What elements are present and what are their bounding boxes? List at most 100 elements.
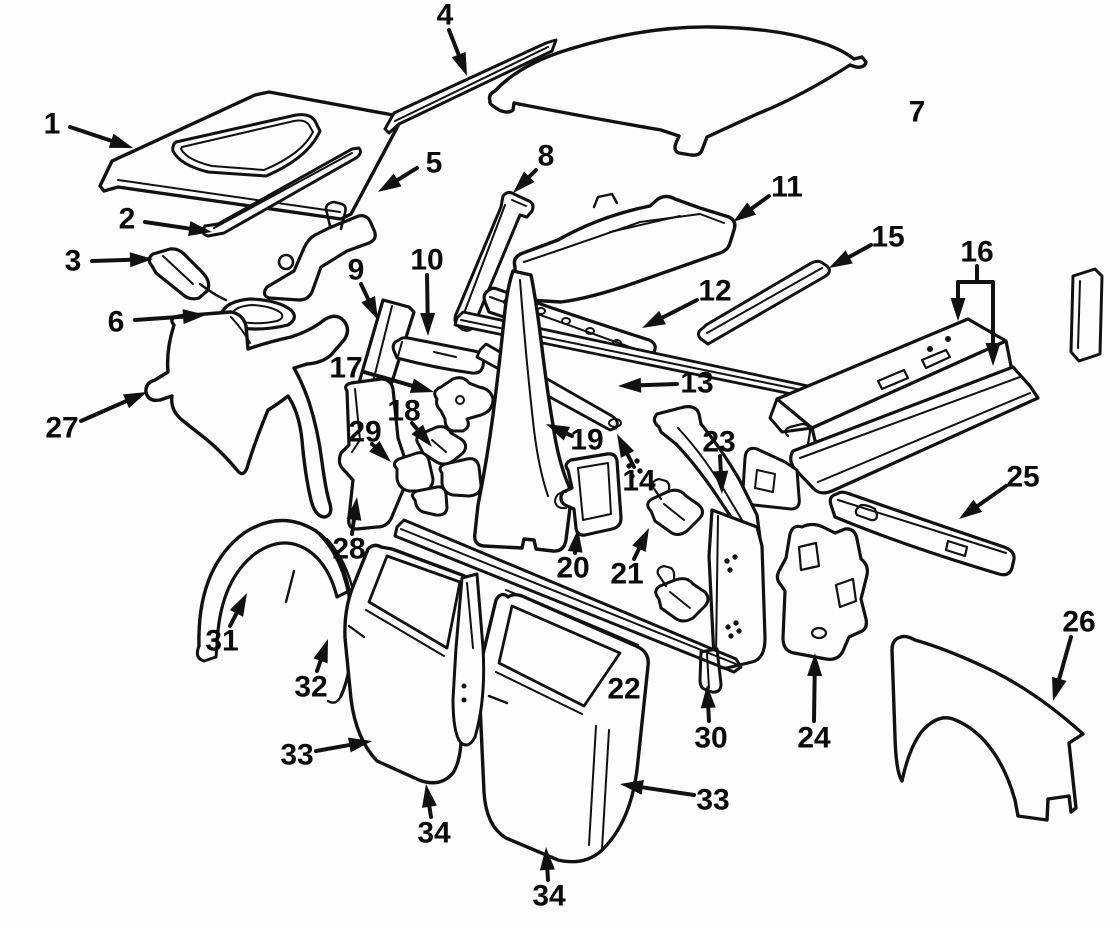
part-wheelhouse-inner-31-shape — [195, 518, 351, 663]
callout-19-arrow-head-icon — [546, 424, 571, 441]
callout-30: 30 — [694, 685, 728, 755]
part-reinforcement-bracket-24-path — [834, 577, 858, 609]
part-rear-shelf-panel-11-path — [523, 213, 725, 263]
part-inner-rocker-assembly-16-path — [1077, 280, 1081, 349]
part-center-pillar-19-path — [473, 269, 574, 553]
callout-4-label: 4 — [437, 0, 454, 32]
callout-11-label: 11 — [771, 171, 803, 204]
part-striker-parts-29-path — [410, 485, 449, 517]
part-quarter-inner-panel-27-shape — [144, 310, 350, 519]
callout-26-label: 26 — [1062, 606, 1095, 639]
callout-8-arrow-head-icon — [513, 171, 535, 193]
callout-10-label: 10 — [410, 244, 443, 277]
part-left-door-shell-33-path — [343, 543, 473, 785]
callout-5: 5 — [378, 147, 442, 192]
callout-7: 7 — [909, 96, 926, 129]
part-roof-side-outer-panel-7-shape — [487, 25, 868, 157]
callout-31: 31 — [205, 593, 247, 658]
callout-22-label: 22 — [607, 673, 640, 706]
callout-17: 17 — [329, 352, 434, 393]
callout-33-left: 33 — [280, 737, 372, 772]
callout-20: 20 — [556, 529, 590, 585]
callout-8: 8 — [513, 140, 554, 193]
part-rear-body-side-panel-22-path — [736, 628, 742, 634]
callout-21: 21 — [610, 528, 649, 591]
part-rear-body-side-panel-22-path — [706, 653, 710, 689]
callout-25: 25 — [959, 461, 1040, 519]
callout-34-right-arrow-head-icon — [539, 847, 555, 871]
part-rear-body-side-panel-22-path — [728, 633, 734, 639]
callout-34-right: 34 — [532, 847, 566, 913]
callout-10-arrow-head-icon — [420, 312, 436, 336]
part-rear-body-side-panel-22-path — [698, 647, 723, 694]
callout-6-arrow-head-icon — [182, 309, 206, 325]
callout-18-label: 18 — [387, 395, 420, 428]
callout-2-label: 2 — [119, 203, 136, 236]
callout-23-arrow-head-icon — [713, 470, 729, 494]
part-inner-rocker-assembly-16-path — [876, 368, 910, 391]
callout-11-arrow-head-icon — [733, 202, 757, 222]
callout-26-arrow-line — [1056, 635, 1073, 685]
part-reinforcement-bracket-24-shape — [775, 522, 869, 661]
part-pillar-lower-channel-22-path — [461, 697, 467, 703]
part-latch-part-18-path — [431, 439, 447, 453]
part-left-door-shell-33-shape — [343, 543, 473, 785]
callout-24-arrow-head-icon — [807, 653, 823, 677]
part-rear-body-side-panel-22-path — [637, 468, 643, 474]
part-right-door-shell-33-path — [487, 694, 509, 705]
callout-2-arrow-line — [143, 220, 196, 232]
part-wheelhouse-inner-31-path — [215, 541, 339, 648]
part-rocker-sill-22-path — [393, 518, 743, 674]
part-roof-side-outer-panel-7-path — [487, 25, 868, 157]
callout-34-right-label: 34 — [532, 880, 566, 913]
callout-2: 2 — [119, 203, 212, 237]
callout-6-arrow-line — [133, 314, 190, 322]
callout-10: 10 — [410, 244, 444, 336]
part-latch-part-17-path — [455, 395, 465, 405]
callout-11-arrow-line — [746, 194, 771, 213]
callout-15-arrow-head-icon — [829, 250, 853, 268]
callout-17-label: 17 — [329, 352, 362, 385]
callout-5-arrow-head-icon — [378, 173, 402, 192]
part-rear-body-side-panel-22-shape — [626, 458, 767, 694]
callout-26: 26 — [1052, 606, 1096, 701]
part-corner-bracket-5-shape — [262, 200, 377, 302]
part-inner-rocker-assembly-16-path — [754, 469, 776, 493]
part-quarter-lock-pillar-23-shape — [652, 405, 762, 544]
callout-9-label: 9 — [348, 254, 365, 287]
callout-7-label: 7 — [909, 96, 926, 129]
part-pillar-trim-panel-20-path — [577, 462, 612, 521]
callout-20-label: 20 — [556, 552, 589, 585]
part-front-fender-26-shape — [890, 634, 1085, 822]
callout-3-arrow-head-icon — [129, 252, 153, 268]
part-pillar-trim-panel-20-shape — [554, 452, 623, 537]
part-hinge-bracket-3-shape — [147, 247, 228, 302]
callout-25-label: 25 — [1006, 461, 1039, 494]
callout-19-label: 19 — [570, 424, 603, 457]
callout-12: 12 — [642, 275, 732, 328]
part-pillar-trim-strip-8-path — [511, 199, 527, 207]
part-reinforcement-bracket-24-path — [797, 541, 821, 572]
part-inner-rocker-assembly-16-path — [920, 348, 952, 370]
callout-21-label: 21 — [610, 558, 643, 591]
callout-33-left-label: 33 — [280, 739, 313, 772]
part-garnish-strip-10-path — [433, 351, 457, 358]
part-roof-drip-molding-4-path — [394, 46, 549, 122]
callout-9-arrow-head-icon — [361, 295, 378, 320]
part-door-hinges-21-shape — [646, 477, 710, 623]
callout-12-arrow-line — [656, 298, 699, 322]
part-door-hinges-21-path — [654, 577, 710, 623]
callout-29-label: 29 — [348, 416, 381, 449]
callout-32-arrow-head-icon — [313, 639, 328, 664]
part-garnish-strip-10-path — [397, 341, 403, 357]
callout-33-right-arrow-head-icon — [620, 779, 644, 795]
callout-13-label: 13 — [680, 367, 713, 400]
part-inner-rocker-assembly-16-shape — [741, 267, 1104, 511]
part-sunroof-roof-panel-path — [171, 113, 322, 178]
part-quarter-lock-pillar-23-path — [652, 405, 762, 544]
part-front-fender-26-path — [890, 634, 1085, 822]
part-inner-rocker-assembly-16-path — [1069, 267, 1104, 363]
